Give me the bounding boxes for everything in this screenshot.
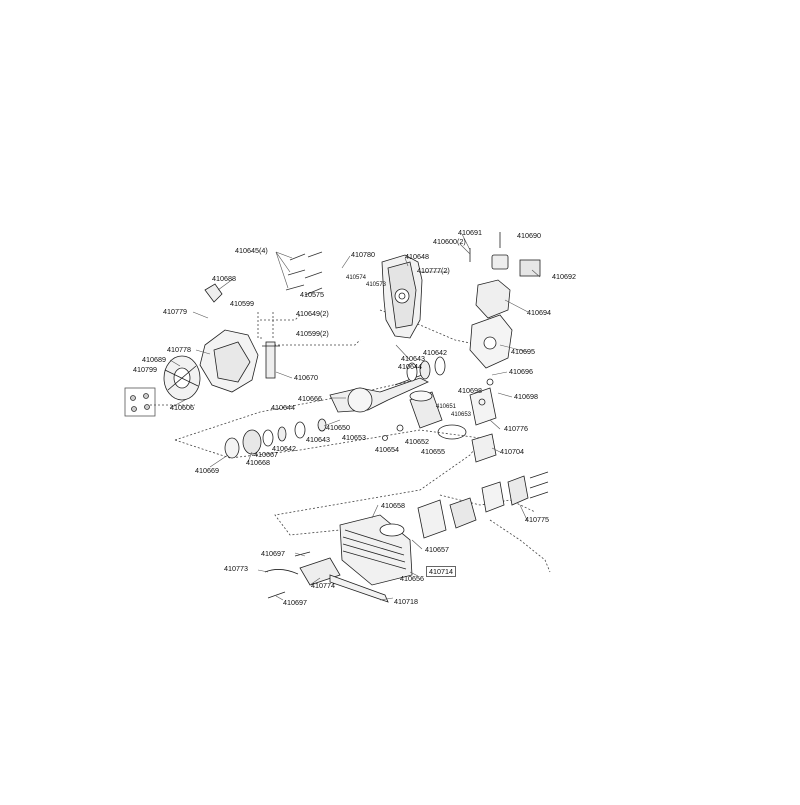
label-410778: 410778	[167, 345, 191, 354]
label-410695: 410695	[511, 347, 535, 356]
label-410697b: 410697	[283, 598, 307, 607]
pin-part	[262, 341, 280, 379]
label-410658: 410658	[381, 501, 405, 510]
crankshaft-part	[329, 371, 431, 413]
label-410600: 410600(2)	[433, 237, 466, 246]
label-410643b: 410643	[306, 435, 330, 444]
label-410692: 410692	[552, 272, 576, 281]
label-410599b: 410599(2)	[296, 329, 329, 338]
label-410653a: 410653	[451, 412, 472, 418]
label-410606: 410606	[170, 403, 194, 412]
label-410656: 410656	[400, 574, 424, 583]
screw-group-410645	[285, 251, 323, 296]
label-410642b: 410642	[272, 444, 296, 453]
parts-box-410799	[124, 387, 156, 417]
label-410655: 410655	[421, 447, 445, 456]
label-410799: 410799	[133, 365, 157, 374]
label-410779: 410779	[163, 307, 187, 316]
bearing-rings-lower	[224, 418, 327, 459]
label-410666: 410666	[298, 394, 322, 403]
label-410777: 410777(2)	[417, 266, 450, 275]
label-410644b: 410644	[271, 403, 295, 412]
label-410698a: 410698	[458, 386, 482, 395]
label-410688: 410688	[212, 274, 236, 283]
leader-lines	[169, 233, 541, 601]
label-410696: 410696	[509, 367, 533, 376]
label-410573: 410573	[366, 282, 387, 288]
label-410704: 410704	[500, 447, 524, 456]
label-410654: 410654	[375, 445, 399, 454]
label-410694: 410694	[527, 308, 551, 317]
crankcase-part	[381, 254, 423, 339]
label-410650: 410650	[326, 423, 350, 432]
label-410574: 410574	[346, 275, 367, 281]
label-410645: 410645(4)	[235, 246, 268, 255]
label-410669: 410669	[195, 466, 219, 475]
label-410643a: 410643	[401, 354, 425, 363]
label-410667: 410667	[254, 450, 278, 459]
label-410653b: 410653	[342, 433, 366, 442]
label-410599a: 410599	[230, 299, 254, 308]
label-410775: 410775	[525, 515, 549, 524]
label-410652: 410652	[405, 437, 429, 446]
label-410697a: 410697	[261, 549, 285, 558]
label-410776: 410776	[504, 424, 528, 433]
label-410668: 410668	[246, 458, 270, 467]
intake-plate-part	[469, 378, 497, 463]
bearing-rings-upper	[406, 356, 446, 382]
label-410773: 410773	[224, 564, 248, 573]
cylinder-part	[339, 514, 413, 586]
label-410644a: 410644	[398, 362, 422, 371]
label-410690: 410690	[517, 231, 541, 240]
label-410649: 410649(2)	[296, 309, 329, 318]
label-410780: 410780	[351, 250, 375, 259]
label-410657: 410657	[425, 545, 449, 554]
label-410691: 410691	[458, 228, 482, 237]
label-410714: 410714	[426, 566, 456, 578]
label-410689: 410689	[142, 355, 166, 364]
label-410698b: 410698	[514, 392, 538, 401]
starter-housing-part	[199, 283, 259, 393]
piston-part	[382, 390, 467, 441]
label-410648: 410648	[405, 252, 429, 261]
label-410651: 410651	[436, 404, 457, 410]
throttle-lever-part	[264, 551, 389, 603]
carb-bracket-part	[469, 232, 541, 369]
label-410774: 410774	[311, 581, 335, 590]
label-410718: 410718	[394, 597, 418, 606]
exhaust-parts	[417, 471, 549, 539]
small-nuts	[130, 393, 150, 412]
label-410575: 410575	[300, 290, 324, 299]
flywheel-part	[163, 355, 201, 401]
label-410670: 410670	[294, 373, 318, 382]
label-410642a: 410642	[423, 348, 447, 357]
